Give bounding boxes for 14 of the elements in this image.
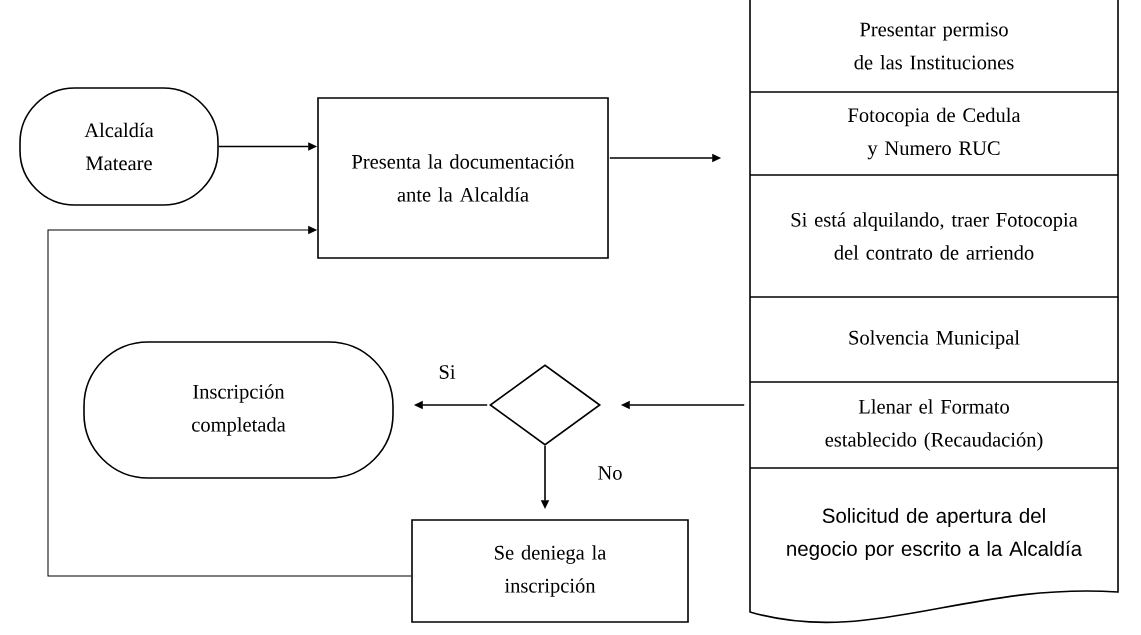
- document-row: Solicitud de apertura del negocio por escrito a la Alcaldía: [787, 507, 1083, 561]
- edge-label: No: [596, 465, 624, 481]
- document-row: Fotocopia de Cedula y Numero RUC: [848, 107, 1021, 160]
- terminal-box: Inscripción completada: [83, 341, 394, 479]
- document-row: Presentar permiso de las Instituciones: [854, 22, 1014, 70]
- process-box: Presenta la documentación ante la Alcaldía: [317, 97, 609, 259]
- document-row: Solvencia Municipal: [849, 330, 1020, 349]
- terminal-box: Alcaldía Mateare: [19, 87, 219, 206]
- document-shape: [749, 0, 1119, 624]
- arrow: [47, 226, 412, 577]
- document-row: Si está alquilando, traer Fotocopia del contrato de arriendo: [791, 212, 1078, 260]
- edge-label: Si: [437, 364, 457, 380]
- process-box: Se deniega la inscripción: [411, 519, 689, 623]
- document-row: Llenar el Formato establecido (Recaudación): [825, 399, 1043, 451]
